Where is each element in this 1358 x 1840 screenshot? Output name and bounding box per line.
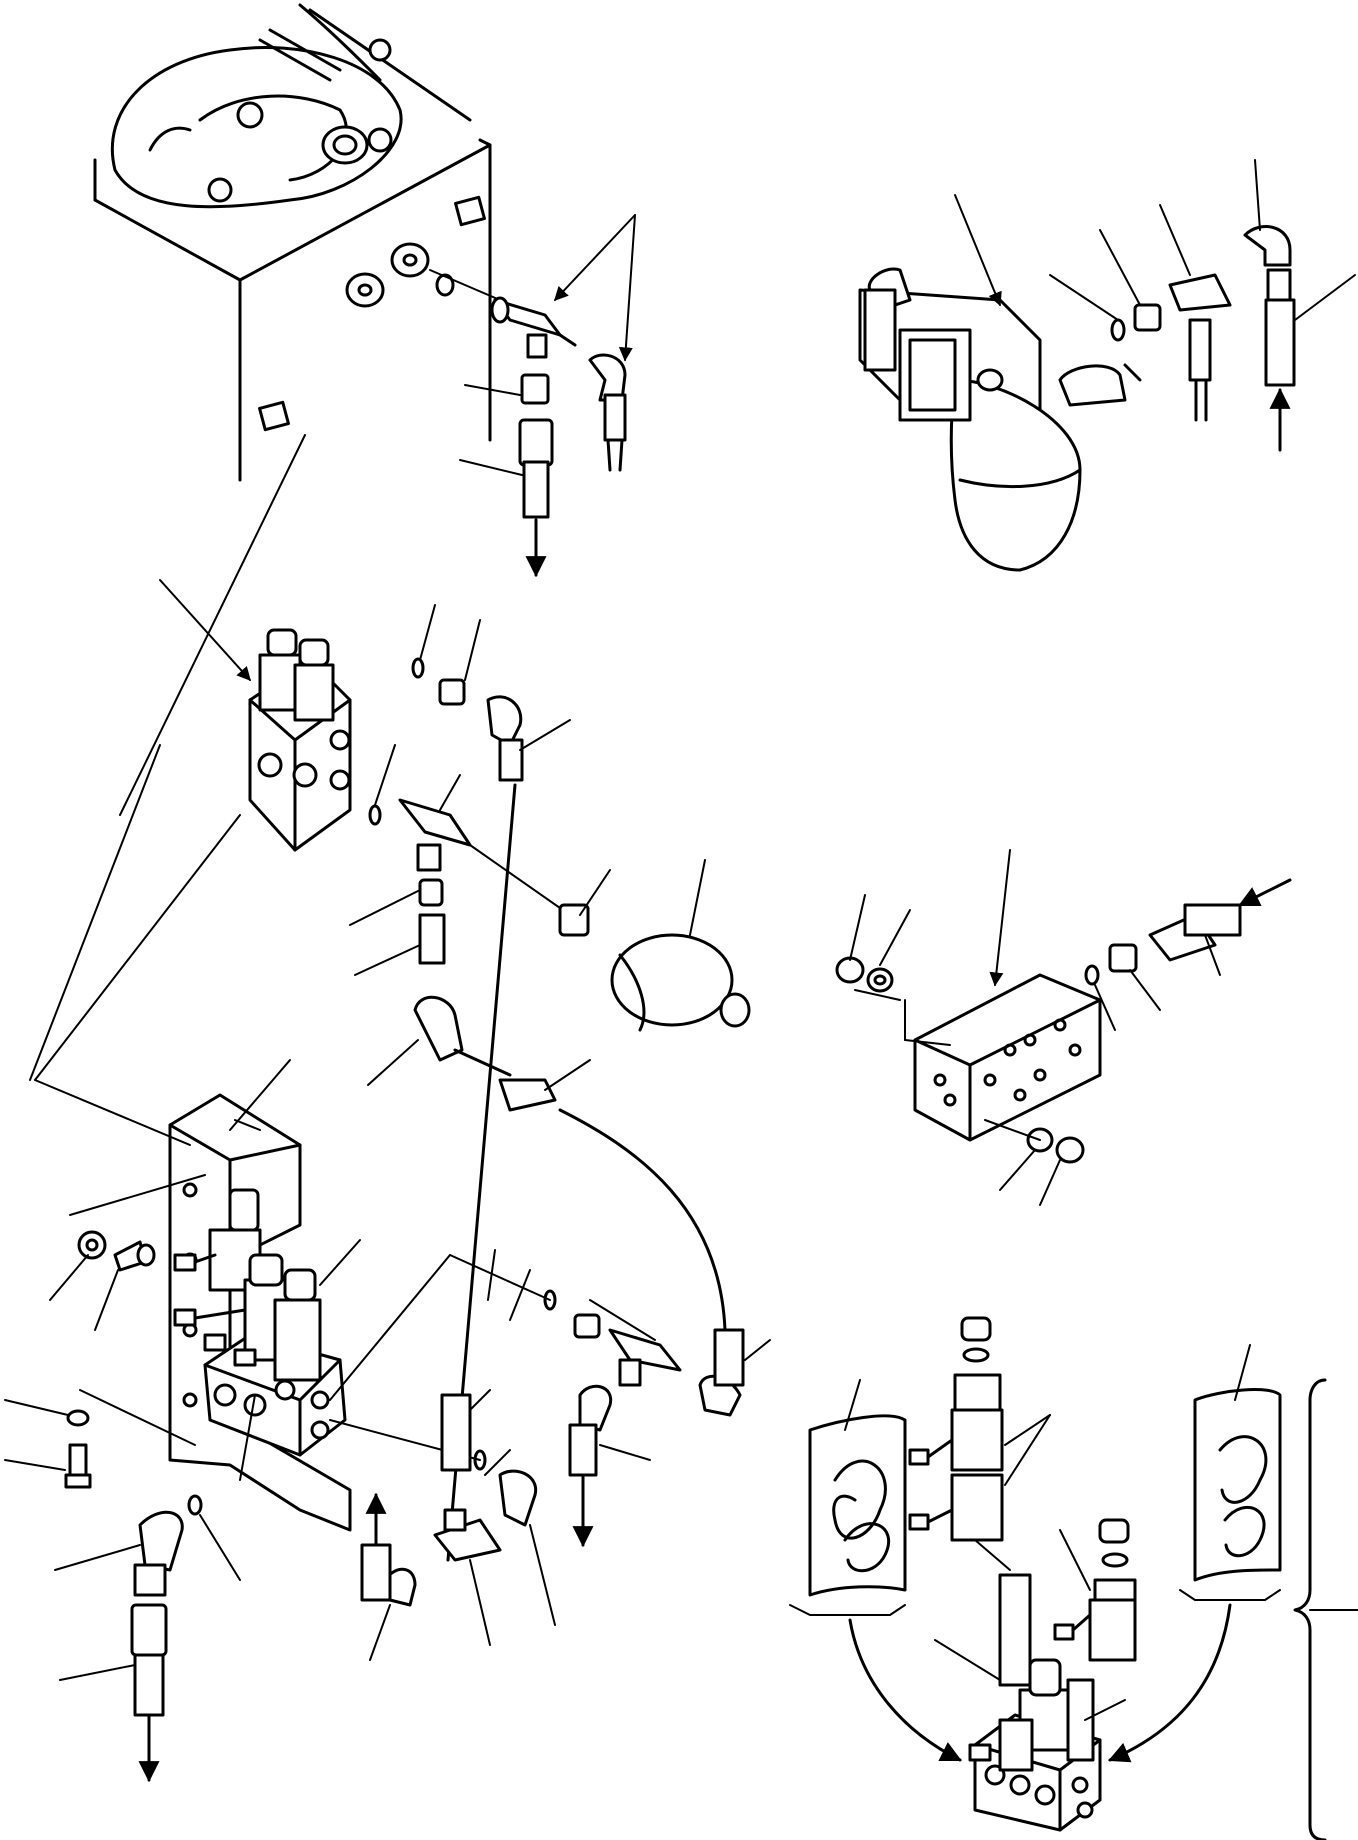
kit-valve-body xyxy=(934,1573,1126,1832)
leader-line xyxy=(29,744,161,1081)
leader-line xyxy=(1254,159,1261,231)
manifold-block xyxy=(835,849,1292,1206)
leader-line xyxy=(367,1039,419,1086)
outlet-elbow-lower xyxy=(54,1494,241,1783)
mount-block-upper xyxy=(454,195,486,227)
leader-line xyxy=(544,1059,591,1091)
bracket-assembly xyxy=(4,814,361,1783)
leader-line xyxy=(1294,274,1356,321)
hydraulic-tank xyxy=(93,8,492,482)
leader-line xyxy=(439,774,461,811)
leader-line xyxy=(464,619,481,681)
solenoid-valve-group xyxy=(159,579,751,1562)
lower-middle-fittings xyxy=(329,1249,771,1661)
solenoid-valve-kit xyxy=(789,1316,1358,1840)
kit-bag-left xyxy=(789,1379,962,1762)
leader-line xyxy=(419,604,436,661)
plug-and-oring-set xyxy=(345,242,501,308)
washer-and-screw-lower xyxy=(4,1389,196,1489)
leader-line xyxy=(459,459,523,476)
leader-line xyxy=(1159,204,1191,276)
twin-solenoid-valve xyxy=(248,628,352,852)
elbow-hose-right xyxy=(588,353,627,472)
leader-line xyxy=(349,889,421,926)
callout-arrow xyxy=(954,194,1002,307)
callout-arrow xyxy=(159,579,251,682)
leader-line xyxy=(1099,229,1141,306)
kit-bag-right xyxy=(1108,1344,1282,1763)
leader-line xyxy=(119,434,306,816)
tank-tee-assembly xyxy=(29,3,636,1081)
fitting-chain xyxy=(1110,225,1296,452)
spare-coils xyxy=(908,1316,1051,1571)
leader-line xyxy=(519,719,571,751)
kit-bracket xyxy=(1293,1378,1327,1840)
leader-line xyxy=(689,859,706,936)
leader-line xyxy=(239,1394,256,1481)
leader-line xyxy=(229,1059,291,1131)
leader-line xyxy=(579,869,611,916)
callout-arrow xyxy=(989,849,1011,987)
leader-line xyxy=(319,1239,361,1286)
leader-line xyxy=(354,944,421,976)
adapter-and-elbow xyxy=(413,878,727,1347)
leader-line xyxy=(464,384,521,396)
callout-arrow xyxy=(618,214,636,362)
filter-body xyxy=(858,267,1142,572)
pump-housing xyxy=(110,3,403,209)
leader-line xyxy=(1049,274,1119,321)
tee-fitting xyxy=(490,296,577,359)
washer-and-bolt-upper xyxy=(49,1174,206,1331)
single-coil-with-nut xyxy=(1053,1518,1137,1662)
valve-stack xyxy=(173,1188,347,1457)
tee-and-accumulator xyxy=(368,798,751,1032)
callout-arrow xyxy=(554,214,636,302)
mount-block-lower xyxy=(258,400,290,432)
leader-line xyxy=(374,744,396,806)
accumulator-block-assembly xyxy=(858,159,1356,572)
nut-and-hose-down xyxy=(518,373,554,578)
